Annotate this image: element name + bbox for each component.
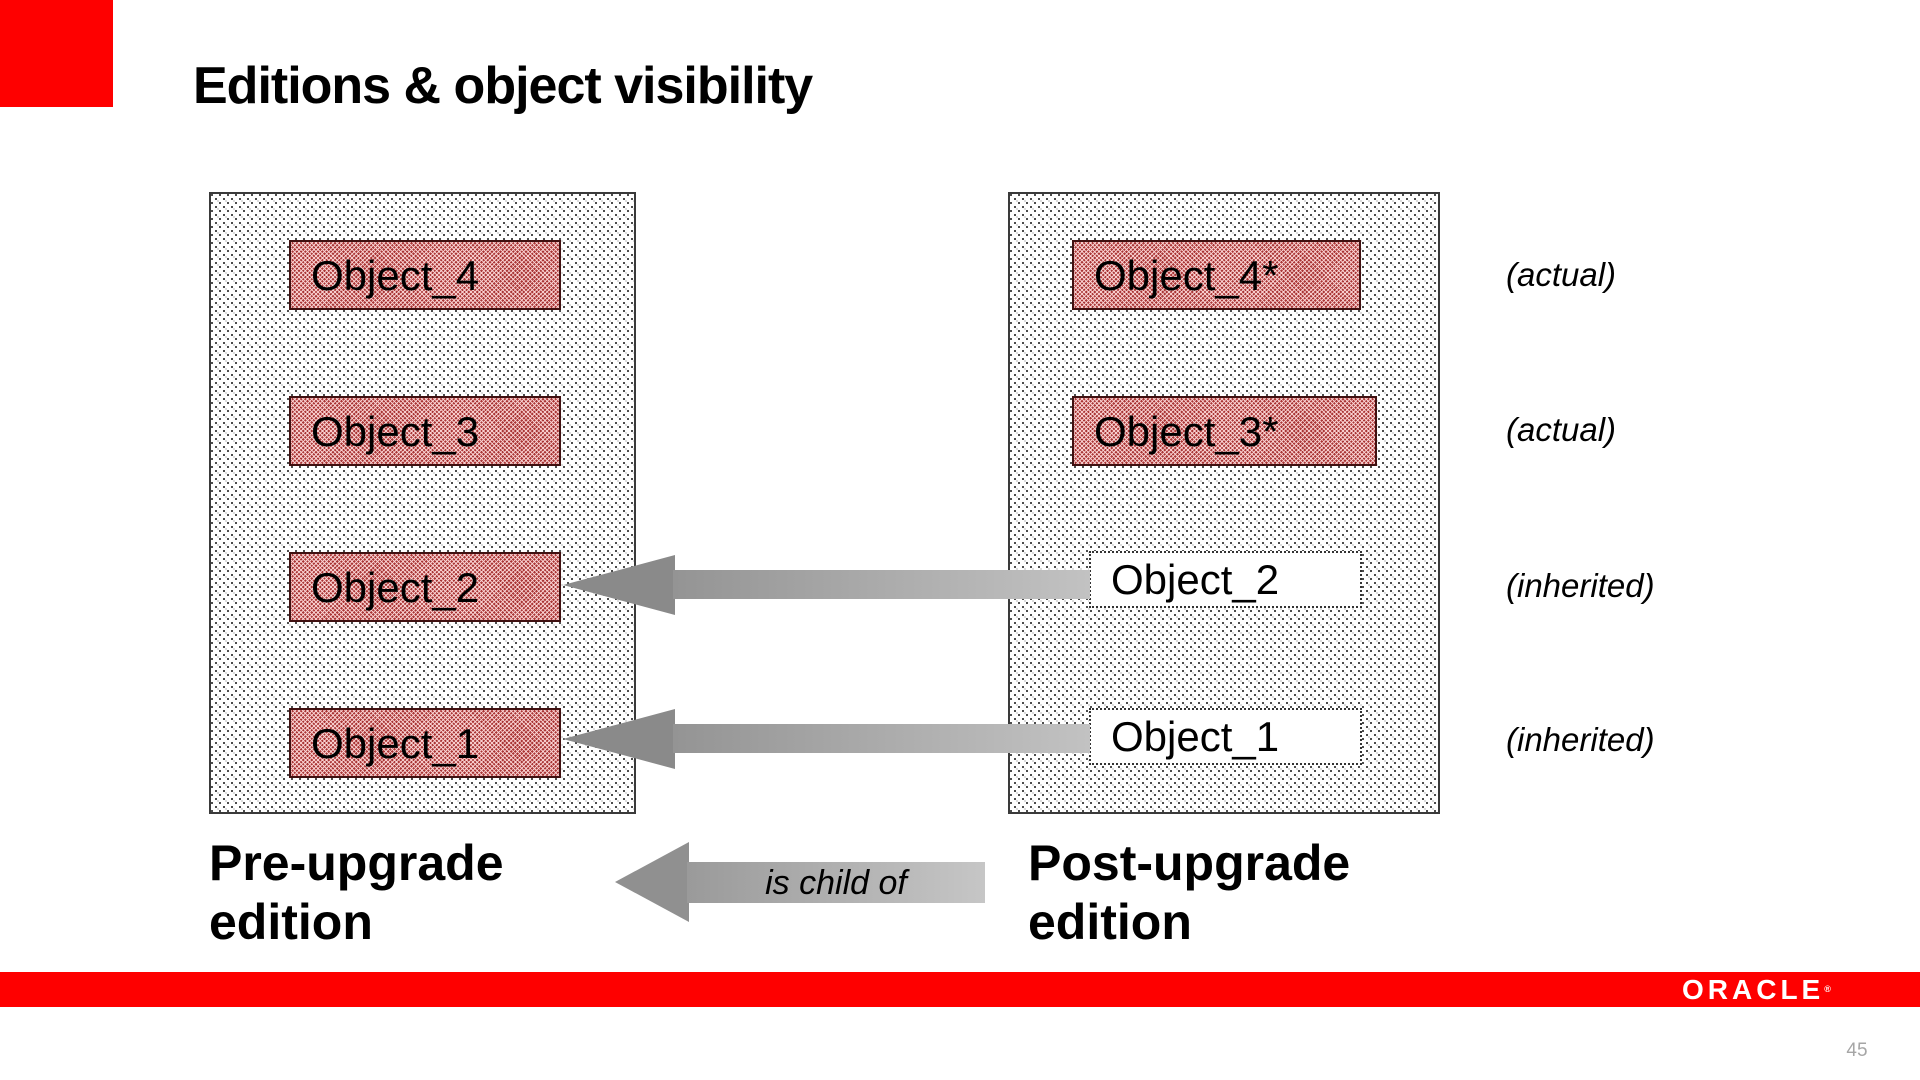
annotation-object-3: (actual) <box>1506 411 1617 448</box>
oracle-logo: ORACLE® <box>1682 974 1831 1005</box>
post-object-4-actual: Object_4* <box>1072 240 1361 310</box>
post-upgrade-caption-line2: edition <box>1028 894 1192 950</box>
oracle-logo-text: ORACLE <box>1682 974 1825 1005</box>
inherit-arrow-head-object-1 <box>563 709 675 769</box>
pre-object-2: Object_2 <box>289 552 561 622</box>
post-object-3-actual: Object_3* <box>1072 396 1377 466</box>
post-upgrade-caption-line1: Post-upgrade <box>1028 835 1351 891</box>
post-object-1-inherited: Object_1 <box>1089 708 1362 765</box>
inherit-arrow-head-object-2 <box>563 555 675 615</box>
pre-object-3: Object_3 <box>289 396 561 466</box>
is-child-of-arrow-head <box>615 842 689 922</box>
annotation-object-2: (inherited) <box>1506 567 1655 604</box>
pre-upgrade-caption: Pre-upgrade edition <box>209 834 504 952</box>
red-corner-square <box>0 0 113 107</box>
post-object-2-inherited: Object_2 <box>1089 551 1362 608</box>
post-upgrade-caption: Post-upgrade edition <box>1028 834 1350 952</box>
inherit-arrow-shaft-object-2 <box>673 570 1090 599</box>
pre-upgrade-caption-line2: edition <box>209 894 373 950</box>
pre-object-4: Object_4 <box>289 240 561 310</box>
pre-upgrade-caption-line1: Pre-upgrade <box>209 835 504 891</box>
footer-red-bar <box>0 972 1920 1007</box>
oracle-trademark-icon: ® <box>1824 984 1831 994</box>
is-child-of-arrow-shaft <box>687 862 985 903</box>
is-child-of-label: is child of <box>765 864 907 902</box>
page-number: 45 <box>1846 1040 1868 1061</box>
pre-object-1: Object_1 <box>289 708 561 778</box>
slide-title: Editions & object visibility <box>193 57 813 115</box>
inherit-arrow-shaft-object-1 <box>673 724 1090 753</box>
annotation-object-4: (actual) <box>1506 256 1617 293</box>
annotation-object-1: (inherited) <box>1506 721 1655 758</box>
